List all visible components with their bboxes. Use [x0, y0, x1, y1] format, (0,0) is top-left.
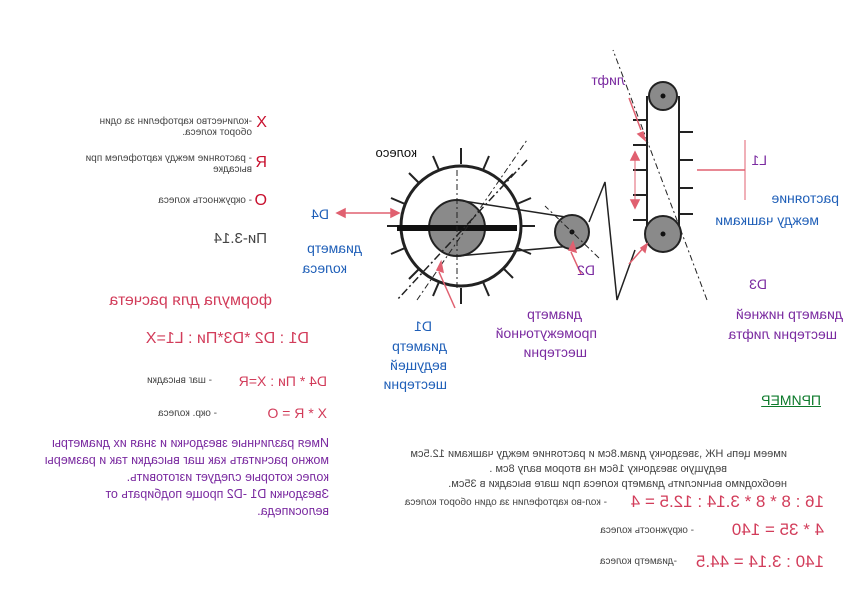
example-calc-3: 140 : 3.14 = 44.5 — [695, 552, 824, 571]
legend-r-symbol: R — [255, 154, 267, 171]
label-wheel-diam-1: диаметр — [307, 240, 362, 256]
formula-2: D4 * Пи : X=R — [238, 373, 327, 389]
note-block: Имея различные звездочки и зная их диаме… — [0, 435, 329, 520]
label-d3: D3 — [749, 276, 767, 292]
label-lower-gear-2: шестерни лифта — [728, 326, 837, 342]
label-mid-gear-2: промежуточной — [495, 325, 597, 341]
label-l1: L1 — [751, 152, 767, 168]
label-distance-1: растояние — [771, 190, 839, 206]
example-calc-2: 4 * 35 = 140 — [731, 520, 824, 539]
label-mid-gear-1: диаметр — [527, 306, 582, 322]
example-text-2: ведущую звездочку 16см на втором валу 8с… — [489, 463, 727, 475]
legend-o-desc: - окружность колеса — [158, 195, 252, 206]
example-title: ПРИМЕР — [761, 392, 821, 408]
example-text-3: необходимо вычислить диаметр колеса при … — [448, 478, 787, 490]
label-lower-gear-1: диаметр нижней — [735, 306, 843, 322]
label-drive-gear-3: шестерни — [383, 376, 447, 392]
formula-title: формула для расчета — [109, 292, 272, 309]
legend-x-symbol: X — [256, 114, 267, 131]
label-d1: D1 — [414, 318, 432, 334]
note-line: можно расчитать как шаг высадки так и ра… — [44, 453, 329, 467]
example-calc-2-note: - окружность колеса — [600, 525, 694, 536]
legend-r-desc: - растояние между картофелем при высадке — [85, 153, 252, 175]
label-wheel: колесо — [375, 145, 417, 160]
note-line: Имея различные звездочки и зная их диаме… — [51, 436, 329, 450]
formula-1: D1 : D2 *D3*Пи : L1=X — [145, 330, 309, 347]
label-distance-2: между чашками — [715, 212, 819, 228]
example-calc-3-note: -диаметр колеса — [599, 556, 677, 567]
legend-pi: Пи-3.14 — [213, 230, 267, 247]
label-drive-gear-1: диаметр — [392, 338, 447, 354]
label-lift: лифт — [591, 72, 625, 88]
formula-3: X * R = O — [267, 405, 327, 421]
wheel — [387, 148, 535, 304]
label-d4: D4 — [311, 206, 329, 222]
note-line: Звездочки D1 -D2 проще подбирать от — [105, 487, 329, 501]
formula-2-note: - шаг высадки — [147, 375, 212, 386]
example-calc-1-note: - кол-во картофелин за один оборот колес… — [404, 497, 607, 508]
label-wheel-diam-2: колеса — [302, 260, 347, 276]
label-mid-gear-3: шестерни — [523, 344, 587, 360]
legend-x-desc: -количество картофелин за один оборот ко… — [99, 116, 252, 138]
note-line: велосипеда. — [257, 504, 329, 518]
example-text-1: имеем цепь НЖ ,звездочку диам.8см и раст… — [410, 448, 787, 460]
label-d2: D2 — [577, 262, 595, 278]
legend-o-symbol: O — [254, 192, 267, 209]
example-calc-1: 16 : 8 * 8 * 3.14 : 12.5 = 4 — [630, 492, 824, 511]
lift — [612, 49, 708, 301]
formula-3-note: - окр. колеса — [158, 408, 217, 419]
label-drive-gear-2: ведущей — [390, 357, 447, 373]
note-line: колес которые следует изготовить. — [126, 470, 329, 484]
